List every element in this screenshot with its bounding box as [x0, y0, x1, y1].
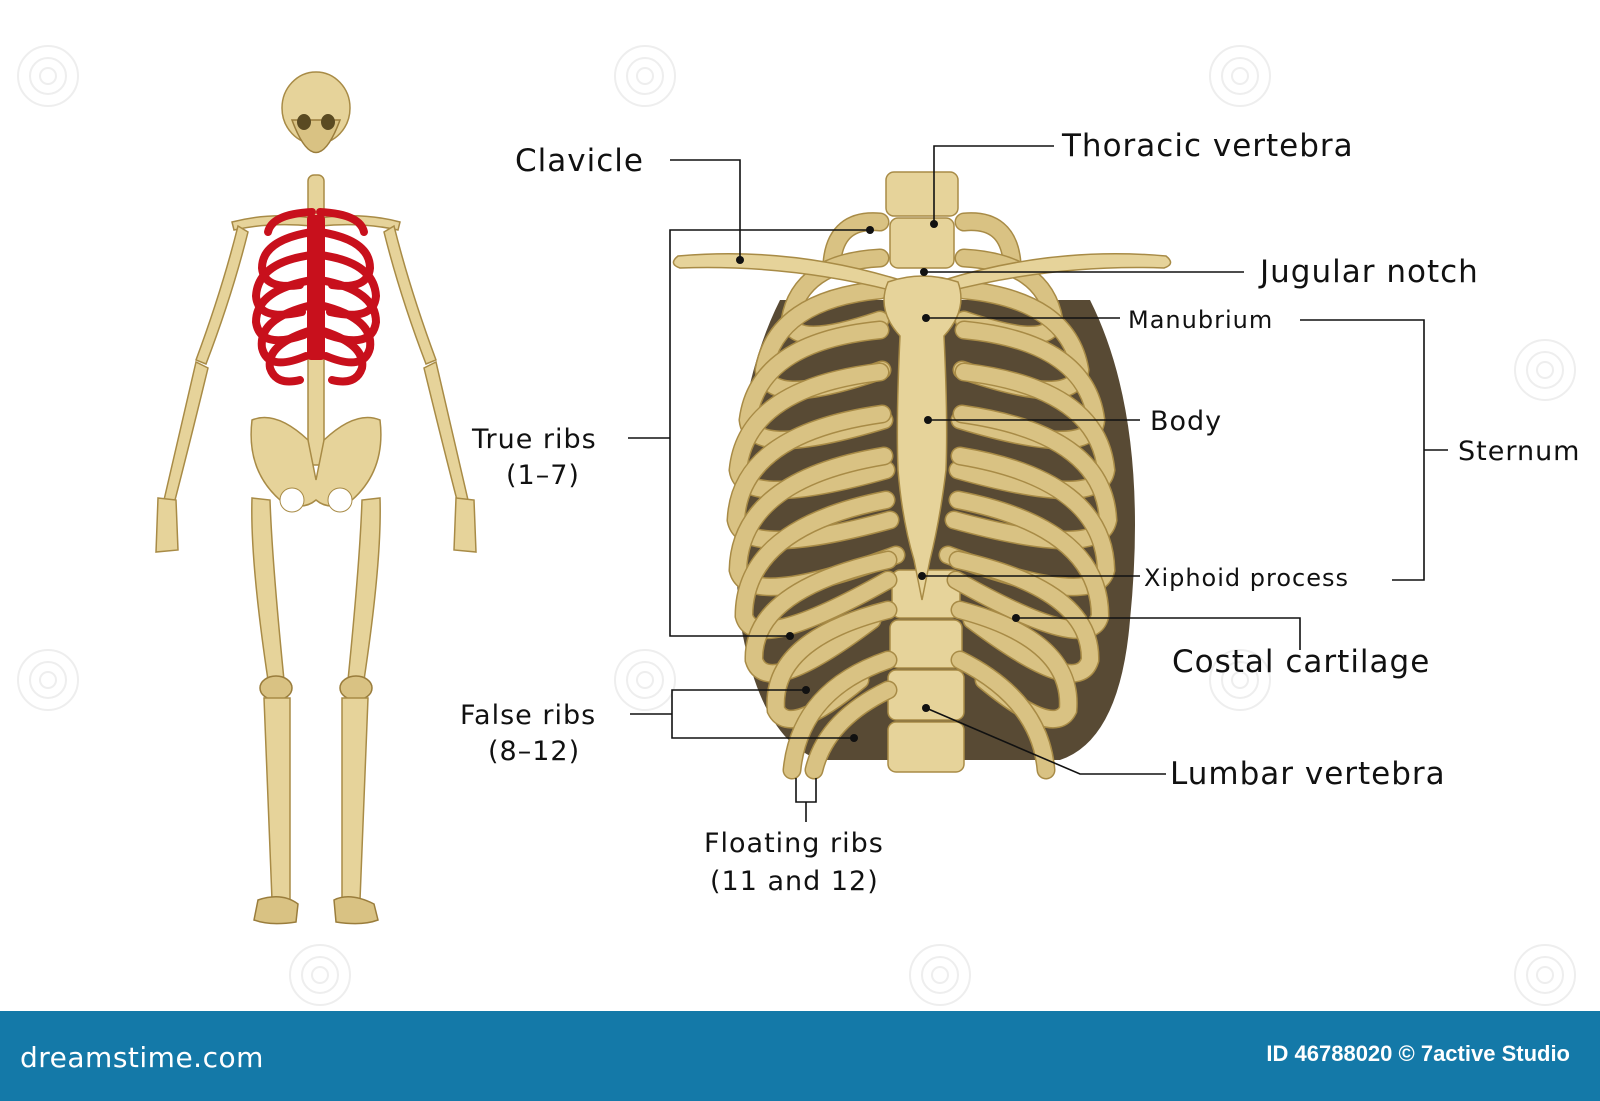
ribs-left — [726, 212, 906, 780]
footer-bar: dreamstime.com ID 46788020 © 7active Stu… — [0, 1011, 1600, 1101]
label-thoracic-vertebra: Thoracic vertebra — [1061, 128, 1354, 164]
label-costal-cartilage: Costal cartilage — [1172, 644, 1430, 680]
image-credit: ID 46788020 © 7active Studio — [1266, 1041, 1570, 1066]
labels: Clavicle Thoracic vertebra Jugular notch… — [460, 128, 1581, 897]
label-manubrium: Manubrium — [1128, 306, 1273, 334]
label-jugular-notch: Jugular notch — [1258, 254, 1479, 290]
leader-lines — [628, 145, 1448, 822]
label-true-ribs-range: (1–7) — [506, 460, 580, 491]
highlighted-rib-cage — [251, 208, 381, 386]
label-clavicle: Clavicle — [515, 143, 644, 179]
site-name[interactable]: dreamstime.com — [20, 1041, 264, 1074]
vertebral-column — [885, 171, 965, 773]
sternum — [883, 275, 962, 601]
label-body: Body — [1150, 406, 1222, 437]
rib-cage-illustration — [672, 171, 1172, 780]
full-skeleton-illustration — [155, 71, 477, 925]
label-floating-ribs: Floating ribs — [704, 828, 884, 859]
label-floating-ribs-range: (11 and 12) — [710, 866, 879, 897]
clavicle-left — [672, 253, 901, 293]
label-false-ribs: False ribs — [460, 700, 596, 731]
label-true-ribs: True ribs — [471, 424, 597, 455]
watermark-spiral-icon — [17, 45, 1576, 1006]
label-lumbar-vertebra: Lumbar vertebra — [1170, 756, 1446, 792]
label-xiphoid-process: Xiphoid process — [1144, 564, 1349, 592]
clavicle-right — [943, 253, 1172, 293]
label-sternum: Sternum — [1458, 436, 1581, 467]
ribs-right — [938, 212, 1118, 780]
label-false-ribs-range: (8–12) — [488, 736, 580, 767]
